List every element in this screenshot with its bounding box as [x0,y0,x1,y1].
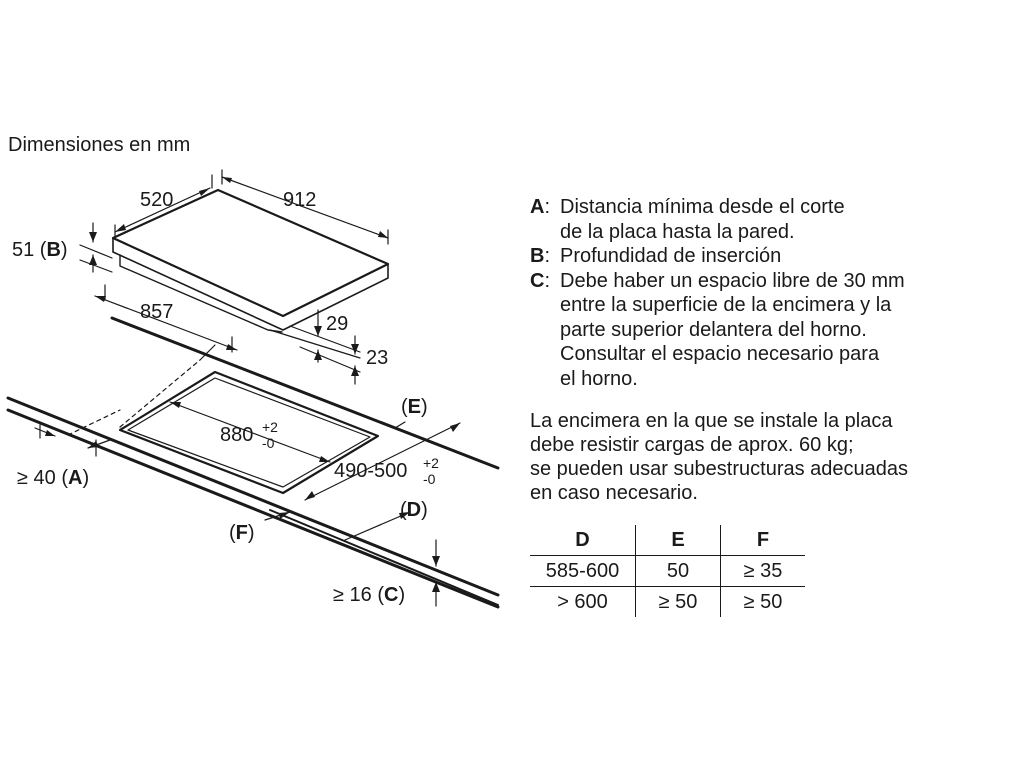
arrowheads [45,177,460,592]
dim-912-label: 912 [283,189,316,211]
table-header-row: D E F [530,525,805,556]
table-header-E: E [635,525,721,556]
table-cell: ≥ 50 [743,590,783,613]
dim-23-label: 23 [366,347,388,369]
table-row: 585-600 50 ≥ 35 [530,555,805,587]
dimension-lines [79,169,389,385]
dim-29-label: 29 [326,313,348,335]
svg-text:-0: -0 [262,435,275,451]
page-title: Dimensiones en mm [8,134,191,156]
cutout-880-label: 880 +2 -0 [220,419,278,451]
table-cell: 50 [635,555,721,587]
dim-520-label: 520 [140,189,173,211]
dimensions-table: D E F 585-600 50 ≥ 35 > 600 ≥ 50 ≥ 50 [530,525,805,617]
legend-item-A: A: Distancia mínima desde el corte de la… [530,196,845,243]
legend-item-B: B: Profundidad de inserción [530,245,782,267]
label-C: ≥ 16 (C) [333,584,405,606]
label-D: (D) [400,499,428,521]
svg-text:880: 880 [220,424,253,446]
table-cell: > 600 [530,586,636,617]
table-cell: ≥ 35 [720,555,805,587]
table-row: > 600 ≥ 50 ≥ 50 [530,586,805,617]
cutout-490-500-label: 490-500 +2 -0 [334,455,439,487]
table-header-D: D [530,525,636,556]
svg-text:-0: -0 [423,471,436,487]
legend: A: Distancia mínima desde el corte de la… [530,195,1000,391]
table-header-F: F [720,525,805,556]
table-cell: ≥ 50 [635,586,721,617]
dim-51-B-label: 51 (B) [12,239,68,261]
load-note: La encimera en la que se instale la plac… [530,410,909,504]
table-cell: 585-600 [530,555,636,587]
label-F: (F) [229,522,255,544]
installation-diagram: 520 912 51 (B) 857 29 23 (E) 880 +2 -0 4… [6,169,500,609]
svg-text:+2: +2 [262,419,278,435]
label-A: ≥ 40 (A) [17,467,89,489]
legend-item-C: C: Debe haber un espacio libre de 30 mm … [530,269,905,390]
svg-text:490-500: 490-500 [334,460,407,482]
countertop-drawing [6,316,500,609]
svg-text:+2: +2 [423,455,439,471]
label-E: (E) [401,396,428,418]
dim-857-label: 857 [140,301,173,323]
